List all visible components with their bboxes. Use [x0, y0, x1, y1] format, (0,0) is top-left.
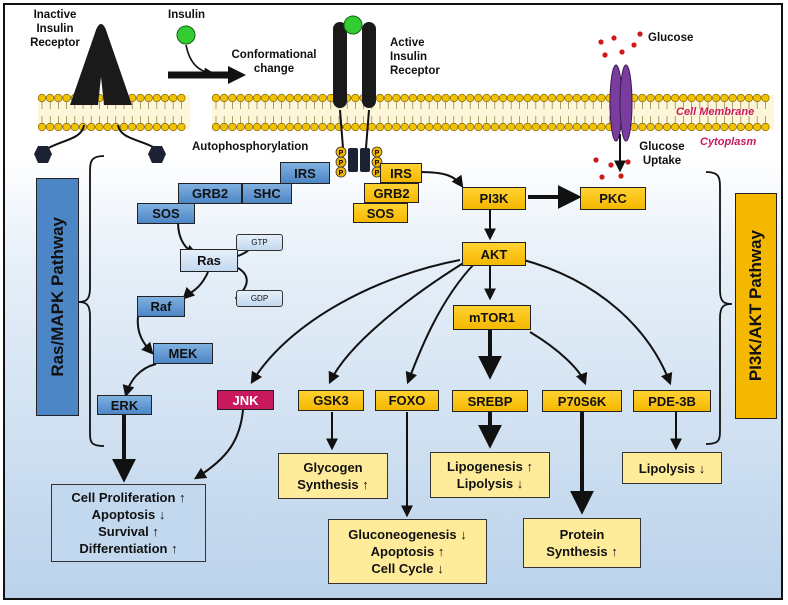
pi3k-node: PI3K	[462, 187, 526, 210]
gluconeogenesis-outcome-box: Gluconeogenesis ↓Apoptosis ↑ Cell Cycle …	[328, 519, 487, 584]
insulin-label: Insulin	[168, 9, 206, 21]
sos-node-left: SOS	[137, 203, 195, 224]
svg-text:P: P	[375, 160, 380, 167]
ras-node: Ras	[180, 249, 238, 272]
grb2-node-left: GRB2	[178, 183, 242, 204]
jnk-node: JNK	[217, 390, 274, 410]
cell-membrane-label: Cell Membrane	[676, 106, 755, 118]
ras-mapk-pathway-label: Ras/MAPK Pathway	[36, 178, 79, 416]
inactive-receptor	[34, 24, 166, 163]
glucose-molecules	[593, 31, 643, 180]
grb2-node-right: GRB2	[364, 183, 419, 203]
gsk3-node: GSK3	[298, 390, 364, 411]
right-brace	[705, 171, 733, 445]
insulin-molecule-icon	[176, 25, 196, 45]
pi3k-akt-connectors	[250, 171, 682, 518]
gdp-node: GDP	[236, 290, 283, 307]
irs-node-right: IRS	[380, 163, 422, 183]
pde3b-node: PDE-3B	[633, 390, 711, 412]
foxo-node: FOXO	[375, 390, 439, 411]
shc-node: SHC	[242, 183, 292, 204]
svg-text:P: P	[339, 150, 344, 157]
cell-membrane-right	[211, 93, 774, 132]
ras-mapk-connectors	[122, 221, 256, 398]
irs-node-left: IRS	[280, 162, 330, 184]
glucose-transporter	[609, 64, 633, 142]
erk-node: ERK	[97, 395, 152, 415]
lipogenesis-outcome-box: Lipogenesis ↑Lipolysis ↓	[430, 452, 550, 498]
pkc-node: PKC	[580, 187, 646, 210]
svg-text:P: P	[375, 150, 380, 157]
lipolysis-outcome-box: Lipolysis ↓	[622, 452, 722, 484]
p70s6k-node: P70S6K	[542, 390, 622, 412]
akt-node: AKT	[462, 242, 526, 266]
pi3k-akt-pathway-label: PI3K/AKT Pathway	[735, 193, 777, 419]
cytoplasm-label: Cytoplasm	[700, 136, 757, 148]
mtor1-node: mTOR1	[453, 305, 531, 330]
phosphorylation-sites: P P P P P P	[335, 146, 383, 178]
mek-node: MEK	[153, 343, 213, 364]
autophosphorylation-label: Autophosphorylation	[192, 141, 309, 153]
active-receptor	[333, 22, 376, 172]
glucose-label: Glucose	[648, 32, 694, 44]
svg-text:P: P	[339, 160, 344, 167]
svg-text:P: P	[339, 170, 344, 177]
svg-text:P: P	[375, 170, 380, 177]
gtp-node: GTP	[236, 234, 283, 251]
raf-node: Raf	[137, 296, 185, 317]
sos-node-right: SOS	[353, 203, 408, 223]
bound-insulin-icon	[343, 15, 363, 35]
mapk-outcome-box: Cell Proliferation ↑Apoptosis ↓ Survival…	[51, 484, 206, 562]
srebp-node: SREBP	[452, 390, 528, 412]
